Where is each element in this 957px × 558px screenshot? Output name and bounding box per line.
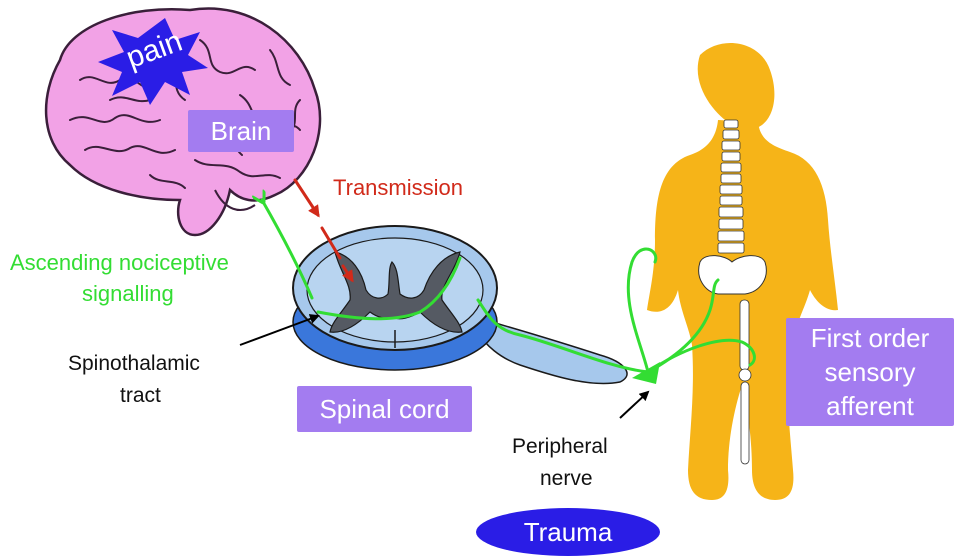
human-body-illustration <box>647 43 838 500</box>
peripheral-label-line2: nerve <box>540 467 593 491</box>
spinothalamic-label-line1: Spinothalamic <box>68 352 200 376</box>
ascending-label-line1: Ascending nociceptive <box>10 250 229 276</box>
peripheral-pointer <box>620 392 648 418</box>
transmission-label: Transmission <box>333 175 463 201</box>
first-order-afferent-label: First order sensory afferent <box>786 318 954 426</box>
first-order-line2: sensory <box>786 355 954 389</box>
trauma-badge: Trauma <box>476 508 660 556</box>
ascending-label-line2: signalling <box>82 281 174 307</box>
spinothalamic-label-line2: tract <box>120 384 161 408</box>
spinal-cord-label: Spinal cord <box>297 386 472 432</box>
peripheral-label-line1: Peripheral <box>512 435 608 459</box>
trauma-label: Trauma <box>524 517 613 547</box>
first-order-line3: afferent <box>786 389 954 423</box>
brain-label: Brain <box>188 110 294 152</box>
spinal-cord-illustration <box>293 226 627 384</box>
first-order-line1: First order <box>786 321 954 355</box>
